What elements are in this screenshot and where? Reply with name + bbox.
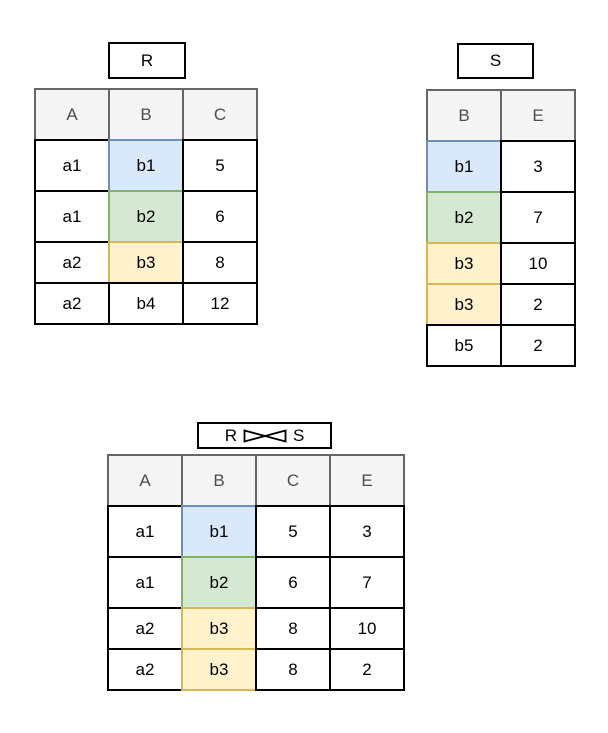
table-cell: a2 bbox=[107, 607, 183, 650]
table-cell: 10 bbox=[500, 242, 576, 285]
table-cell: 5 bbox=[255, 505, 331, 558]
column-header: A bbox=[107, 454, 183, 507]
join-title-right-operand: S bbox=[292, 425, 305, 445]
table-cell: b1 bbox=[108, 139, 184, 192]
table-cell: b2 bbox=[108, 190, 184, 243]
table-cell: b2 bbox=[181, 556, 257, 609]
column-header: C bbox=[255, 454, 331, 507]
column-header: E bbox=[329, 454, 405, 507]
table-cell: a1 bbox=[107, 556, 183, 609]
table-cell: 8 bbox=[255, 648, 331, 691]
table-cell: 5 bbox=[182, 139, 258, 192]
table-cell: 2 bbox=[500, 324, 576, 367]
table-cell: b3 bbox=[426, 242, 502, 285]
table-cell: a1 bbox=[107, 505, 183, 558]
table-cell: 6 bbox=[255, 556, 331, 609]
table-cell: a2 bbox=[34, 241, 110, 284]
column-header: B bbox=[426, 89, 502, 142]
table-cell: b3 bbox=[426, 283, 502, 326]
natural-join-icon bbox=[243, 428, 287, 443]
table-cell: b3 bbox=[181, 607, 257, 650]
table-cell: b1 bbox=[426, 140, 502, 193]
table-cell: b4 bbox=[108, 282, 184, 325]
column-header: C bbox=[182, 88, 258, 141]
join-title-left-operand: R bbox=[224, 425, 237, 445]
table-cell: 12 bbox=[182, 282, 258, 325]
table-cell: 8 bbox=[255, 607, 331, 650]
column-header: E bbox=[500, 89, 576, 142]
table-cell: b2 bbox=[426, 191, 502, 244]
table-cell: 10 bbox=[329, 607, 405, 650]
table-cell: a1 bbox=[34, 139, 110, 192]
table-cell: 3 bbox=[500, 140, 576, 193]
table-cell: a1 bbox=[34, 190, 110, 243]
table-cell: 8 bbox=[182, 241, 258, 284]
table-cell: 2 bbox=[500, 283, 576, 326]
column-header: B bbox=[108, 88, 184, 141]
table-cell: 7 bbox=[329, 556, 405, 609]
column-header: A bbox=[34, 88, 110, 141]
table-cell: b3 bbox=[108, 241, 184, 284]
table-cell: b5 bbox=[426, 324, 502, 367]
table-r-title: R bbox=[108, 42, 186, 79]
table-cell: a2 bbox=[34, 282, 110, 325]
table-cell: 6 bbox=[182, 190, 258, 243]
table-join-title: R S bbox=[197, 422, 332, 449]
column-header: B bbox=[181, 454, 257, 507]
table-cell: 2 bbox=[329, 648, 405, 691]
table-s-title: S bbox=[457, 43, 534, 79]
table-cell: a2 bbox=[107, 648, 183, 691]
table-cell: b3 bbox=[181, 648, 257, 691]
table-cell: 3 bbox=[329, 505, 405, 558]
table-cell: 7 bbox=[500, 191, 576, 244]
table-cell: b1 bbox=[181, 505, 257, 558]
